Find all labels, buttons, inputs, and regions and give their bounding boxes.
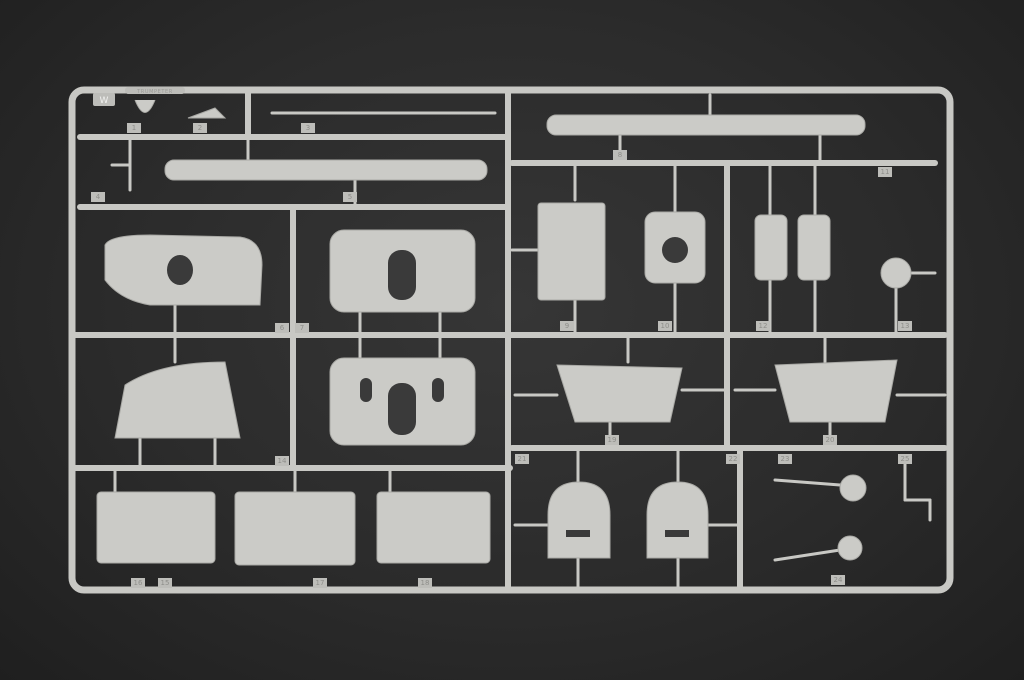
sprue-letter: W [100,96,109,106]
part-number-23: 23 [781,455,790,463]
part-number-17: 17 [316,579,325,587]
part-number-tag [898,321,912,331]
part-1 [134,99,156,113]
part-number-2: 2 [198,124,202,132]
part-13 [114,361,241,439]
part-number-tag [127,123,141,133]
part-number-20: 20 [826,436,835,444]
part-11b [797,214,831,281]
parts [96,99,912,566]
part-number-tag [193,123,207,133]
part-number-19: 19 [608,436,617,444]
part-number-25: 25 [901,455,910,463]
part-number-tag [898,454,912,464]
part-number-8: 8 [618,151,622,159]
part-number-tag [560,321,574,331]
part-number-22: 22 [729,455,738,463]
part-number-13: 13 [901,322,910,330]
part-barrel-long [546,114,866,136]
part-9 [537,202,606,301]
part-number-21: 21 [518,455,527,463]
part-barrel [164,159,488,181]
part-20 [774,359,898,423]
part-number-tag [823,435,837,445]
part-number-14: 14 [278,457,287,465]
part-number-tag [131,578,145,588]
part-number-1: 1 [132,124,136,132]
part-number-7: 7 [300,324,304,332]
brand-marking-tag [125,87,185,94]
part-number-15: 15 [161,579,170,587]
part-number-tag [831,575,845,585]
part-number-9: 9 [565,322,569,330]
part-22 [646,481,709,559]
part-number-tag [756,321,770,331]
part-number-tag [275,456,289,466]
part-23 [839,474,867,502]
part-number-tag [778,454,792,464]
part-number-tag [158,578,172,588]
part-number-tag [295,323,309,333]
part-number-5: 5 [348,193,352,201]
part-number-tag [515,454,529,464]
part-18 [376,491,491,564]
part-number-10: 10 [661,322,670,330]
part-number-tag [658,321,672,331]
part-number-4: 4 [96,193,101,201]
part-number-tag [613,150,627,160]
part-number-12: 12 [759,322,768,330]
part-24 [837,535,863,561]
runners [72,87,948,593]
part-number-16: 16 [134,579,143,587]
part-number-tag [91,192,105,202]
part-number-tag [343,192,357,202]
part-number-24: 24 [834,576,843,584]
part-21 [547,481,611,559]
part-12 [880,257,912,289]
part-17 [234,491,356,566]
gates [110,93,947,592]
brand-marking: TRUMPETER [136,89,173,95]
sprue-letter-tag [93,93,115,106]
part-number-tag [605,435,619,445]
part-number-tag [301,123,315,133]
part-number-tag [726,454,740,464]
part-15 [96,491,216,564]
part-11a [754,214,788,281]
part-number-tag [275,323,289,333]
part-number-tag [313,578,327,588]
part-number-18: 18 [421,579,430,587]
part-number-tag [878,167,892,177]
part-number-tag [418,578,432,588]
part-2 [187,107,227,119]
part-19 [556,364,683,423]
part-number-3: 3 [306,124,310,132]
part-number-11: 11 [881,168,890,176]
part-number-6: 6 [280,324,285,332]
